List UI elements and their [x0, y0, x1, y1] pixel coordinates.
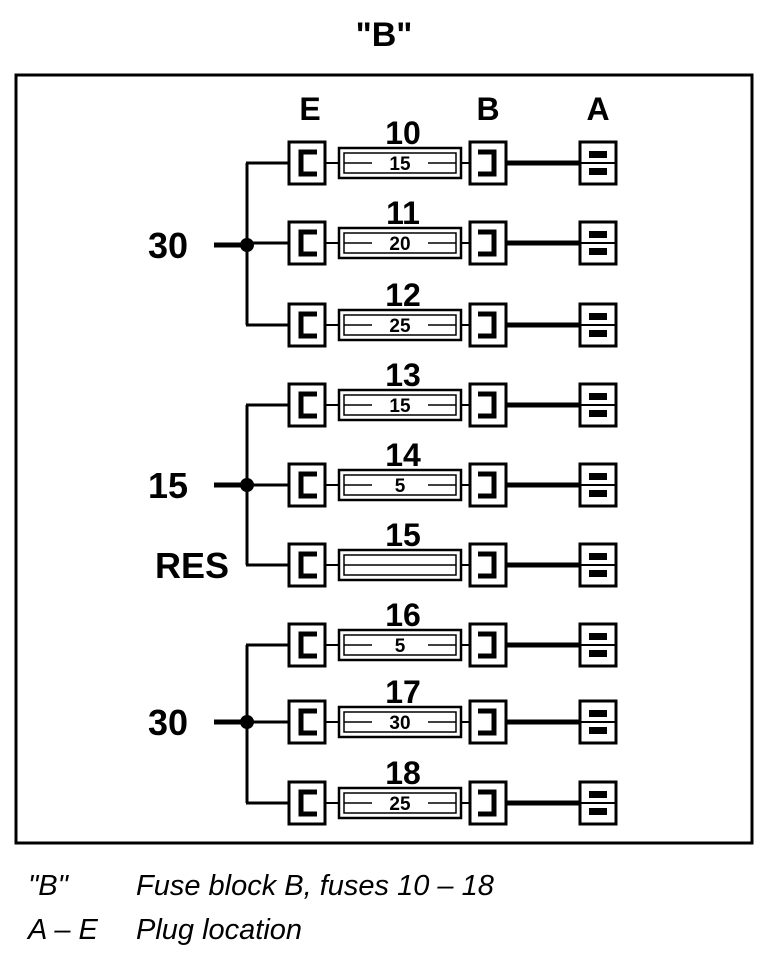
rating-backdrop: [372, 636, 428, 654]
rating-backdrop: [372, 234, 428, 252]
fuse-rating: 5: [395, 476, 406, 497]
fuse: 25: [337, 308, 463, 342]
fuse: [337, 548, 463, 582]
plug-b: [468, 542, 508, 588]
fuse-number: 11: [386, 195, 420, 231]
supply-label: 30: [148, 702, 188, 743]
plug-a: [578, 622, 618, 668]
plug-e: [287, 382, 327, 428]
fuse-rating: 30: [389, 713, 410, 734]
fuse-rating: 25: [389, 316, 411, 337]
plug-a: [578, 780, 618, 826]
fuse: 25: [337, 786, 463, 820]
plug-a: [578, 462, 618, 508]
plug-e: [287, 220, 327, 266]
diagram-title: "B": [356, 16, 413, 54]
junction-dot: [240, 238, 254, 252]
plug-b: [468, 699, 508, 745]
fuse: 30: [337, 705, 463, 739]
plug-b: [468, 302, 508, 348]
fuse-number: 12: [385, 277, 421, 313]
plug-a: [578, 302, 618, 348]
junction-dot: [240, 478, 254, 492]
fuse-rating: 20: [389, 234, 410, 255]
legend-key: A – E: [28, 913, 98, 946]
legend-text: Fuse block B, fuses 10 – 18: [136, 869, 494, 902]
plug-e: [287, 780, 327, 826]
fuse: 15: [337, 146, 463, 180]
plug-a: [578, 382, 618, 428]
supply-group: [214, 643, 292, 805]
fuse-row: 15: [287, 517, 618, 588]
fuse: 20: [337, 226, 463, 260]
fuse-number: 15: [385, 517, 421, 553]
wiring-layer: [214, 161, 292, 805]
plug-e: [287, 542, 327, 588]
column-label-a: A: [586, 91, 609, 127]
fuse-number: 17: [385, 674, 421, 710]
fuse-number: 14: [385, 437, 421, 473]
supply-extra-label: RES: [155, 545, 229, 586]
fuse-number: 18: [385, 755, 421, 791]
rating-backdrop: [372, 316, 428, 334]
fuse-number: 10: [385, 115, 421, 151]
fuse: 5: [337, 628, 463, 662]
legend-row: "B" Fuse block B, fuses 10 – 18: [28, 864, 748, 908]
plug-a: [578, 140, 618, 186]
fuse-number: 13: [385, 357, 421, 393]
rating-backdrop: [372, 794, 428, 812]
fuse-block-frame: [14, 73, 754, 845]
plug-e: [287, 302, 327, 348]
plug-e: [287, 622, 327, 668]
plug-b: [468, 220, 508, 266]
legend-key: "B": [28, 869, 68, 902]
column-label-b: B: [476, 91, 499, 127]
column-label-e: E: [299, 91, 320, 127]
fuse-rating: 25: [389, 794, 411, 815]
plug-e: [287, 140, 327, 186]
fuse-rating: 15: [389, 154, 411, 175]
rating-backdrop: [372, 396, 428, 414]
rating-backdrop: [372, 713, 428, 731]
fuse-number: 16: [385, 597, 421, 633]
plug-b: [468, 462, 508, 508]
fuse-row: 514: [287, 437, 618, 508]
plug-b: [468, 140, 508, 186]
rating-backdrop: [372, 154, 428, 172]
plug-b: [468, 382, 508, 428]
fuse: 5: [337, 468, 463, 502]
plug-e: [287, 699, 327, 745]
fuse: 15: [337, 388, 463, 422]
plug-b: [468, 622, 508, 668]
legend: "B" Fuse block B, fuses 10 – 18 A – E Pl…: [28, 864, 748, 952]
plug-b: [468, 780, 508, 826]
junction-dot: [240, 715, 254, 729]
supply-group: [214, 403, 292, 567]
fuse-row: 516: [287, 597, 618, 668]
supply-label: 30: [148, 225, 188, 266]
supply-label: 15: [148, 465, 188, 506]
plug-e: [287, 462, 327, 508]
legend-row: A – E Plug location: [28, 908, 748, 952]
supply-group: [214, 161, 292, 327]
plug-a: [578, 220, 618, 266]
rating-backdrop: [372, 476, 428, 494]
legend-text: Plug location: [136, 913, 303, 946]
fuse-rating: 5: [395, 636, 406, 657]
plug-a: [578, 699, 618, 745]
fuse-block-diagram: "B" E B A 151020112512151351415516301725…: [14, 16, 754, 845]
fuse-rating: 15: [389, 396, 411, 417]
plug-a: [578, 542, 618, 588]
